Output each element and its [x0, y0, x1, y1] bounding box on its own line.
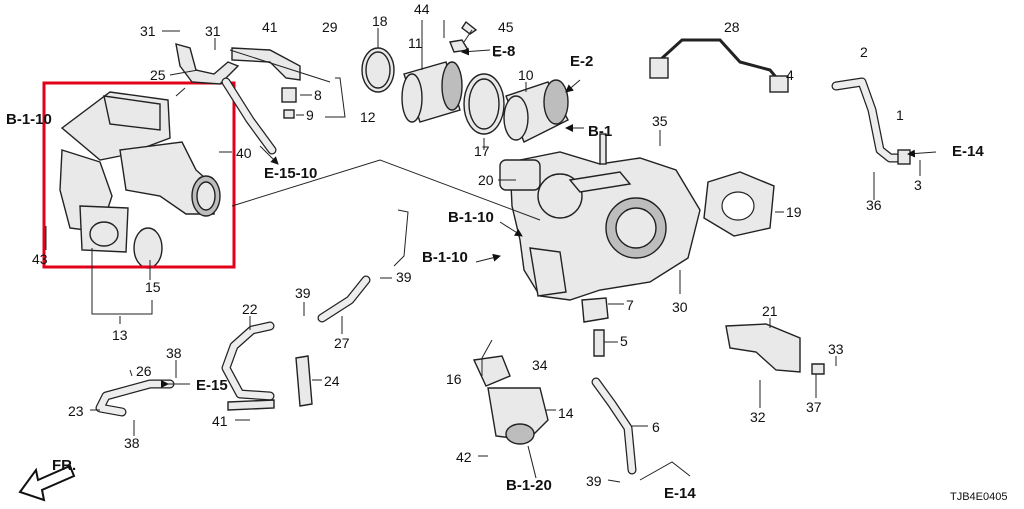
callout-1: 1: [896, 107, 904, 123]
callout-39: 39: [586, 473, 602, 489]
callout-32: 32: [750, 409, 766, 425]
bracket-assembly[interactable]: [175, 43, 301, 155]
callout-2: 2: [860, 44, 868, 60]
callout-21: 21: [762, 303, 778, 319]
front-label: FR.: [52, 457, 76, 474]
callout-16: 16: [446, 371, 462, 387]
ref-label: B-1-10: [422, 249, 468, 266]
ref-label: B-1-10: [448, 209, 494, 226]
callout-39: 39: [295, 285, 311, 301]
callout-13: 13: [112, 327, 128, 343]
callouts: 31 31 41 29 18 44 45 11 28 2 4 25 8 9 12…: [32, 1, 922, 489]
ref-label: E-15: [196, 377, 228, 394]
highlight-box: [42, 81, 236, 269]
callout-45: 45: [498, 19, 514, 35]
ref-label: B-1: [588, 123, 612, 140]
callout-41: 41: [262, 19, 278, 35]
callout-28: 28: [724, 19, 740, 35]
callout-7: 7: [626, 297, 634, 313]
callout-18: 18: [372, 13, 388, 29]
ref-label: E-2: [570, 53, 593, 70]
front-arrow: FR.: [18, 457, 76, 502]
diagram-code: TJB4E0405: [950, 491, 1007, 503]
callout-31: 31: [205, 23, 221, 39]
callout-20: 20: [478, 172, 494, 188]
callout-25: 25: [150, 67, 166, 83]
callout-4: 4: [786, 67, 794, 83]
callout-42: 42: [456, 449, 472, 465]
callout-30: 30: [672, 299, 688, 315]
callout-12: 12: [360, 109, 376, 125]
sensor-cable[interactable]: [649, 38, 789, 93]
callout-6: 6: [652, 419, 660, 435]
callout-19: 19: [786, 204, 802, 220]
callout-29: 29: [322, 19, 338, 35]
turbo-gasket[interactable]: [703, 171, 775, 237]
callout-39: 39: [396, 269, 412, 285]
callout-36: 36: [866, 197, 882, 213]
callout-35: 35: [652, 113, 668, 129]
water-hoses[interactable]: [95, 275, 637, 475]
callout-14: 14: [558, 405, 574, 421]
callout-27: 27: [334, 335, 350, 351]
callout-17: 17: [474, 143, 490, 159]
oil-pipe[interactable]: [831, 77, 911, 165]
callout-34: 34: [532, 357, 548, 373]
callout-15: 15: [145, 279, 161, 295]
callout-44: 44: [414, 1, 430, 17]
callout-38: 38: [166, 345, 182, 361]
callout-5: 5: [620, 333, 628, 349]
callout-3: 3: [914, 177, 922, 193]
callout-41: 41: [212, 413, 228, 429]
ref-label: B-1-10: [6, 111, 52, 128]
callout-22: 22: [242, 301, 258, 317]
ref-label: E-8: [492, 43, 515, 60]
callout-10: 10: [518, 67, 534, 83]
callout-38: 38: [124, 435, 140, 451]
callout-37: 37: [806, 399, 822, 415]
ref-label: E-14: [952, 143, 984, 160]
ref-label: B-1-20: [506, 477, 552, 494]
callout-9: 9: [306, 107, 314, 123]
ref-label: E-14: [664, 485, 696, 502]
callout-31: 31: [140, 23, 156, 39]
callout-40: 40: [236, 145, 252, 161]
ref-label: E-15-10: [264, 165, 317, 182]
callout-33: 33: [828, 341, 844, 357]
support-bracket[interactable]: [725, 323, 801, 373]
actuator[interactable]: [472, 297, 825, 445]
leader-lines: [45, 20, 921, 483]
intake-pipe-assembly[interactable]: [361, 20, 569, 143]
callout-26: 26: [136, 363, 152, 379]
turbocharger-assembly[interactable]: [499, 133, 701, 301]
callout-23: 23: [68, 403, 84, 419]
callout-11: 11: [408, 35, 423, 51]
callout-24: 24: [324, 373, 340, 389]
intake-duct-assembly[interactable]: [59, 91, 221, 269]
callout-8: 8: [314, 87, 322, 103]
reference-arrows: [161, 47, 937, 388]
reference-labels: B-1-10 E-8 E-2 B-1 E-14 E-15-10 B-1-10 B…: [6, 43, 984, 502]
callout-43: 43: [32, 251, 48, 267]
